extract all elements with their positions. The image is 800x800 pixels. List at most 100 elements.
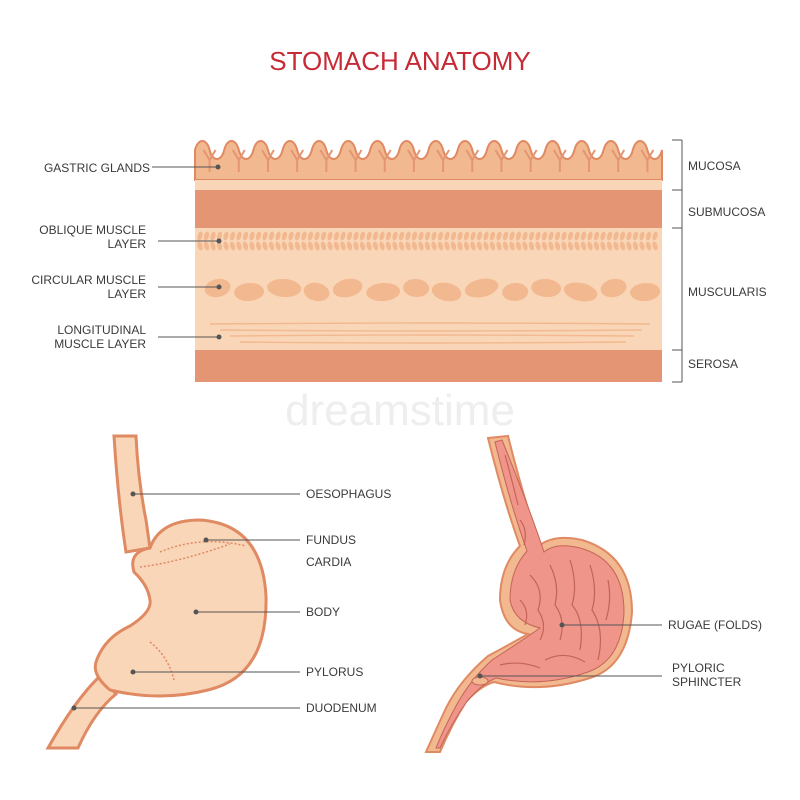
oblique-fiber <box>359 241 366 251</box>
oblique-fiber <box>515 231 522 241</box>
oblique-fiber <box>346 241 353 251</box>
rugae-fold-line <box>504 454 519 506</box>
longitudinal-fiber <box>219 329 643 332</box>
mucosa-layer <box>194 140 663 181</box>
oblique-fiber <box>437 241 444 251</box>
oblique-fiber <box>626 241 632 251</box>
label-pylorus: PYLORUS <box>306 665 363 679</box>
oblique-fiber <box>301 241 307 251</box>
gastric-gland-mark <box>348 149 363 172</box>
oblique-fiber <box>340 231 346 241</box>
oblique-fiber <box>203 231 210 241</box>
oblique-fiber <box>567 231 574 241</box>
oblique-fiber <box>470 241 476 251</box>
oblique-fiber <box>405 241 411 251</box>
oblique-fiber <box>275 241 281 251</box>
lamina-band <box>195 180 662 190</box>
circular-muscle-blob <box>303 282 330 302</box>
oblique-fiber <box>346 231 353 241</box>
oblique-fiber <box>444 241 450 251</box>
oblique-fiber <box>320 241 327 251</box>
diagram-title: STOMACH ANATOMY <box>269 46 531 76</box>
oblique-fiber <box>216 241 223 251</box>
rugae-fold-line <box>519 519 526 546</box>
oblique-fiber <box>567 241 574 251</box>
oblique-fiber <box>457 231 463 241</box>
oblique-fiber <box>600 241 606 251</box>
oblique-fiber <box>229 241 236 251</box>
oblique-fiber <box>294 231 301 241</box>
oblique-fiber <box>353 231 359 241</box>
oblique-fiber <box>307 241 314 251</box>
label-line: LAYER <box>108 237 147 251</box>
circular-muscle-blob <box>431 282 462 302</box>
oblique-fiber <box>528 241 535 251</box>
oblique-fiber <box>281 241 288 251</box>
gastric-gland-marks <box>202 149 655 172</box>
rugae-fold-line <box>569 559 582 651</box>
oblique-fiber <box>327 231 333 241</box>
circular-muscle-blob <box>267 278 302 298</box>
oblique-fiber <box>379 231 385 241</box>
longitudinal-muscle-lines <box>209 322 651 344</box>
gastric-gland-mark <box>436 149 450 172</box>
oblique-fiber <box>535 241 541 251</box>
circular-muscle-blobs <box>204 278 661 302</box>
oblique-fiber <box>366 231 372 241</box>
oblique-fiber <box>548 231 554 241</box>
oblique-fiber <box>431 231 437 241</box>
oblique-fiber <box>541 231 548 241</box>
oblique-fiber <box>268 231 275 241</box>
oblique-fiber <box>314 231 320 241</box>
oblique-fiber <box>619 241 626 251</box>
oblique-fiber <box>535 231 541 241</box>
circular-muscle-blob <box>630 282 661 302</box>
label-cardia: CARDIA <box>306 555 351 569</box>
oblique-fiber <box>372 241 379 251</box>
layer-cross-section: MUCOSA SUBMUCOSA MUSCULARIS SEROSA GASTR… <box>31 139 767 383</box>
oblique-fiber <box>242 231 249 241</box>
label-oesophagus: OESOPHAGUS <box>306 487 391 501</box>
oblique-fiber <box>483 241 489 251</box>
oblique-fiber <box>340 241 346 251</box>
stomach-inner-lining <box>435 439 625 749</box>
oblique-fiber <box>509 231 515 241</box>
oblique-fiber <box>652 241 658 251</box>
oblique-fiber <box>463 241 470 251</box>
label-line: OBLIQUE MUSCLE <box>39 223 146 237</box>
circular-muscle-blob <box>502 282 529 302</box>
oblique-fiber <box>197 231 203 241</box>
gastric-gland-mark <box>582 149 596 172</box>
oblique-fiber <box>268 241 275 251</box>
oblique-fiber <box>489 241 496 251</box>
label-rugae: RUGAE (FOLDS) <box>668 618 762 632</box>
leader-dot-oblique <box>216 238 222 244</box>
oblique-fiber <box>561 241 567 251</box>
label-submucosa: SUBMUCOSA <box>688 205 765 219</box>
oblique-fiber <box>359 231 366 241</box>
oblique-fiber <box>327 241 333 251</box>
fundus-boundary <box>159 540 247 553</box>
label-gastric-glands: GASTRIC GLANDS <box>44 161 150 175</box>
gastric-gland-mark <box>407 149 421 172</box>
oblique-fiber <box>197 241 203 251</box>
leader-dot-oesophagus <box>130 491 136 497</box>
leader-dot-longitudinal <box>216 334 222 340</box>
oblique-fiber <box>411 231 418 241</box>
oblique-fiber <box>392 241 398 251</box>
duodenum-tube <box>45 673 119 750</box>
oblique-fiber <box>281 231 288 241</box>
label-line: MUSCLE LAYER <box>54 337 146 351</box>
rugae-fold-line <box>544 654 586 663</box>
oblique-fiber <box>216 231 223 241</box>
circular-muscle-blob <box>332 278 363 298</box>
oblique-fiber <box>424 241 431 251</box>
oblique-fiber <box>223 231 229 241</box>
oblique-fiber <box>580 231 587 241</box>
gastric-gland-mark <box>640 149 655 172</box>
oblique-fiber <box>385 231 392 241</box>
oblique-fiber <box>587 231 593 241</box>
